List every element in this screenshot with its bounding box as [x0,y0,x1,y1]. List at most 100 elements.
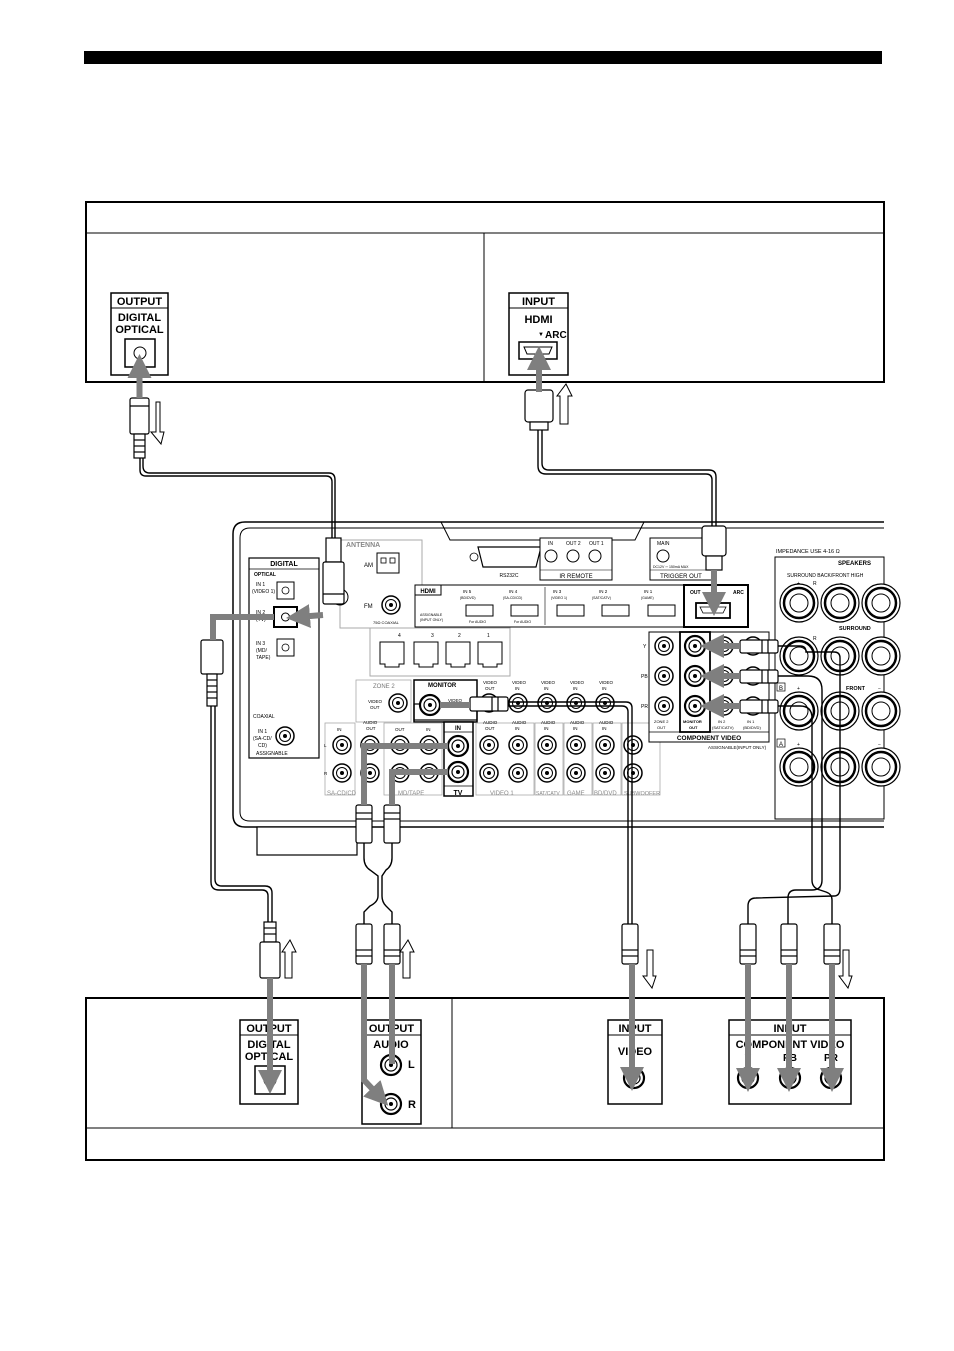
hdmi-in3-label: IN 3 [553,589,562,594]
bd-video-in-label: IN [602,686,607,691]
sb-r-label: R [813,581,817,587]
receiver-speakers-section: IMPEDANCE USE 4-16 Ω SPEAKERS SURROUND B… [774,549,902,820]
sacd-r-label: R [324,771,328,776]
receiver-rs232c: RS232C [469,546,550,579]
monitor-video-label: VIDEO [448,698,463,703]
digital-in1-label: IN 1 [256,582,265,588]
surround-r-label: R [813,636,817,642]
trigger-main-label: MAIN [657,541,670,547]
zone2-audio-out-label: OUT [366,726,376,731]
digital-coaxial-label: COAXIAL [253,714,275,720]
top-hdmi-line1: HDMI [524,314,552,326]
bd-video-label: VIDEO [599,680,614,685]
front-plus-label: + [797,686,800,692]
comp-monitor-out-label: OUT [689,725,698,730]
top-hdmi-header: INPUT [522,296,555,308]
ir-in-label: IN [548,541,553,547]
bddvd-label: BD/DVD [594,791,617,797]
v1-in-label: IN [515,726,520,731]
receiver-audio-section: ZONE 2 VIDEO OUT MONITOR VIDEO OUT VIDEO… [324,679,661,797]
game-in-label: IN [573,726,578,731]
surround-back-label: SURROUND BACK/FRONT HIGH [787,573,864,579]
eth-2-label: 2 [458,633,461,639]
bottom-audio-r: R [408,1099,416,1111]
digital-coax-sub: (SA-CD/ [253,736,272,742]
satcatv-label: SAT/CATV [536,791,560,797]
comp-zone2-out-label: OUT [657,725,666,730]
hdmi-in2-sub: (SAT/CATV) [592,596,611,600]
fm-label: FM [364,604,373,610]
hdmi-in1-sub: (GAME) [641,596,654,600]
antenna-label: ANTENNA [346,542,380,549]
comp-in1-label: IN 1 [747,719,755,724]
comp-zone2-label: ZONE 2 [654,719,669,724]
hdmi-out-label: OUT [690,590,701,596]
hdmi-in2-label: IN 2 [599,589,608,594]
video1-label: VIDEO 1 [490,791,514,797]
comp-in1-sub: (BD/DVD) [743,725,761,730]
digital-assignable: ASSIGNABLE [256,751,288,757]
v1-out-label: OUT [485,726,495,731]
hdmi-arc-label: ARC [733,590,744,596]
comp-monitor-label: MONITOR [683,719,702,724]
receiver-hdmi-section: HDMI ASSIGNABLE (INPUT ONLY) IN 5 (BD/DV… [414,584,749,628]
receiver-ethernet: 4 3 2 1 [369,627,511,677]
bd-in-label: IN [602,726,607,731]
ir-out2-label: OUT 2 [566,541,581,547]
hdmi-in4-for-audio: For AUDIO [514,620,531,624]
zone2-video-label: VIDEO [368,699,383,704]
v1-audio-in-label: AUDIO [512,720,527,725]
b-label: B [779,686,783,692]
receiver-digital-section: DIGITAL OPTICAL IN 1 (VIDEO 1) IN 2 (TV)… [248,557,320,759]
video1-video-in-label: VIDEO [512,680,527,685]
bottom-video-header: INPUT [619,1023,652,1035]
eth-1-label: 1 [487,633,490,639]
surround-label: SURROUND [839,626,871,632]
hdmi-in3-sub: (VIDEO 1) [551,596,567,600]
video1-video-in2-label: IN [515,686,520,691]
sat-audio-label: AUDIO [541,720,556,725]
digital-in3-sub: (MD/ [256,648,267,654]
sacd-in-label: IN [337,727,342,732]
hdmi-title: HDMI [420,589,436,595]
md-out-label: OUT [395,727,405,732]
game-audio-label: AUDIO [570,720,585,725]
header-bar [84,51,882,64]
a-plus-label: + [797,742,800,748]
eth-3-label: 3 [431,633,434,639]
digital-in2-label: IN 2 [256,610,265,616]
eth-4-label: 4 [398,633,401,639]
md-in-label: IN [426,727,431,732]
plugs [129,389,841,979]
top-device-box [85,201,885,383]
game-video-in-label: IN [573,686,578,691]
trigger-out-label: TRIGGER OUT [660,574,702,580]
top-hdmi-line2: ARC [545,330,567,341]
digital-in3-label: IN 3 [256,641,265,647]
bottom-audio-l: L [408,1059,415,1071]
monitor-label: MONITOR [428,683,457,689]
top-optical-line1: DIGITAL [118,312,161,324]
zone2-label: ZONE 2 [373,684,395,690]
tv-label: TV [454,790,463,797]
cables [139,428,841,924]
comp-in2-sub: (SAT/CATV) [712,725,734,730]
hdmi-assignable2: (INPUT ONLY) [420,618,443,622]
sacd-l-label: L [324,743,327,748]
rs232c-label: RS232C [500,573,519,579]
game-label: GAME [567,791,585,797]
signal-arrows [127,346,844,1106]
hdmi-in4-sub: (SA-CD/CD) [503,596,522,600]
hdmi-in5-for-audio: For AUDIO [469,620,486,624]
hdmi-in5-sub: (BD/DVD) [460,596,476,600]
md-tape-label: MD/TAPE [398,791,424,797]
comp-assignable-label: ASSIGNABLE(INPUT ONLY) [708,745,767,750]
top-optical-line2: OPTICAL [115,324,164,336]
comp-y-label: Y [643,644,647,650]
bottom-video-line1: VIDEO [618,1046,653,1058]
front-minus-label: − [878,686,881,692]
speakers-label: SPEAKERS [838,561,871,567]
zone2-video-out-label: OUT [370,705,380,710]
direction-arrows [149,383,853,990]
digital-optical-label: OPTICAL [254,572,276,578]
